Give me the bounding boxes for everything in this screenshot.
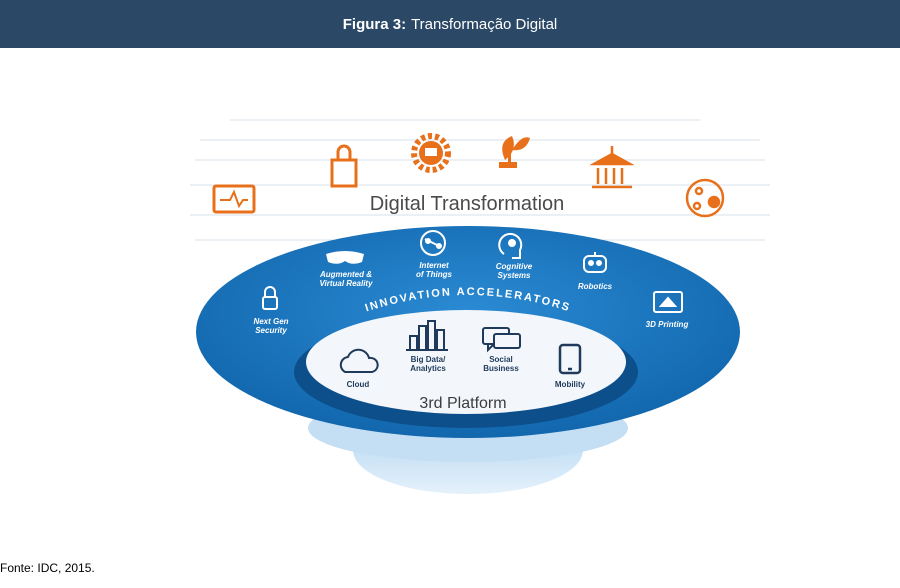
network-icon: [420, 230, 446, 256]
lock-icon: [262, 286, 278, 310]
gear-people-icon: [411, 133, 451, 173]
smartphone-icon: [558, 343, 582, 375]
figure-header: Figura 3: Transformação Digital: [0, 0, 900, 48]
platform-disc: [306, 310, 626, 414]
finance-network-icon: [685, 178, 725, 218]
chat-bubbles-icon: [482, 327, 521, 353]
robot-icon: [583, 252, 607, 273]
shopping-bag-icon: [330, 144, 358, 188]
background-pattern: [190, 119, 770, 241]
printer-3d-icon: [653, 291, 683, 313]
figure-title: Transformação Digital: [411, 15, 558, 33]
figure-label: Figura 3:: [342, 15, 407, 33]
vr-headset-icon: [326, 251, 364, 264]
core-label: 3rd Platform: [419, 395, 506, 412]
source-caption: Fonte: IDC, 2015.: [0, 561, 95, 575]
bar-chart-icon: [406, 320, 448, 351]
main-title: Digital Transformation: [370, 193, 565, 215]
platform-label: Mobility: [555, 380, 586, 389]
platform-label: Big Data/Analytics: [410, 355, 446, 373]
government-building-icon: [589, 146, 635, 189]
accelerator-label: Augmented &Virtual Reality: [319, 270, 373, 288]
platform-label: Cloud: [347, 380, 370, 389]
cloud-icon: [339, 348, 379, 373]
brain-icon: [498, 233, 523, 259]
accelerator-label: 3D Printing: [646, 320, 689, 329]
health-monitor-icon: [212, 184, 256, 214]
accelerator-label: Robotics: [578, 282, 613, 291]
plant-plug-icon: [499, 136, 530, 168]
